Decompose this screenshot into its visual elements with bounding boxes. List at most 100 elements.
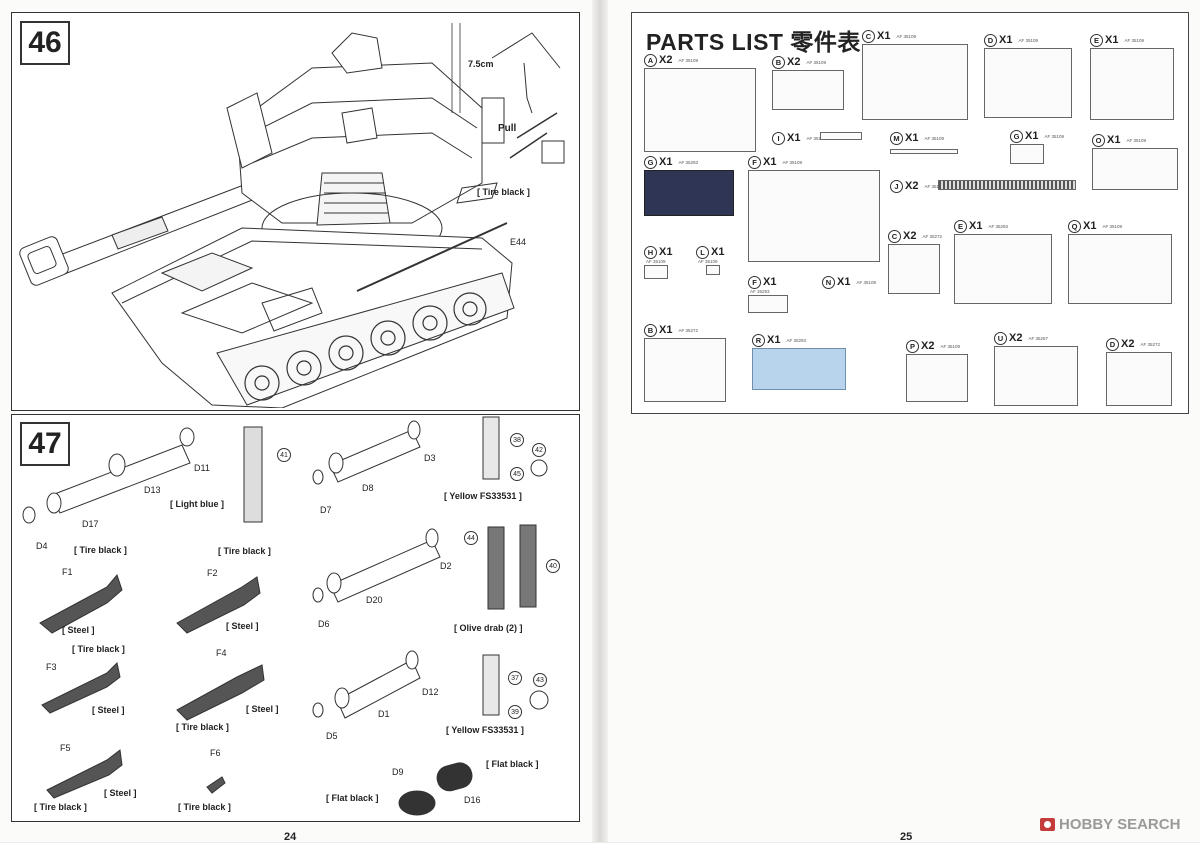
- sprue-code: AF 35109: [856, 279, 876, 285]
- sprue-qty: X1: [763, 156, 777, 168]
- sprue-qty: X1: [1083, 220, 1097, 232]
- sprue-qty: X2: [921, 340, 935, 352]
- page-number-left: 24: [284, 831, 297, 843]
- step-47-parts-drawing: [22, 416, 549, 816]
- weapon-f1-bottom-label: [ Steel ]: [62, 625, 95, 635]
- sprue-letter: N: [822, 275, 835, 289]
- weapon-f4-top-label: [ Steel ]: [246, 704, 279, 714]
- sprue-code: AF 35109: [896, 33, 916, 39]
- sprue-qty: X1: [711, 246, 725, 258]
- part-label-d16: D16: [464, 795, 481, 805]
- sprue-i-frame: [820, 132, 862, 140]
- sprue-frame: [890, 149, 958, 154]
- sprue-qty: X1: [767, 334, 781, 346]
- sprue-code: AF 35109: [1018, 37, 1038, 43]
- sprue-frame: [644, 338, 726, 402]
- sprue-qty: X1: [1107, 134, 1121, 146]
- sprue-frame: [1090, 48, 1174, 120]
- part-circle-37: 37: [508, 671, 522, 685]
- sprue-letter: J: [890, 179, 903, 193]
- sprue-code: AF 35267: [1028, 335, 1048, 341]
- sprue-qty: X2: [1009, 332, 1023, 344]
- weapon-f3-bottom-label: [ Steel ]: [92, 705, 125, 715]
- sprue-code: AF 35109: [1102, 223, 1122, 229]
- part-circle-40: 40: [546, 559, 560, 573]
- sprue-frame: [954, 234, 1052, 304]
- part-label-d4: D4: [36, 541, 48, 551]
- sprue-letter: U: [994, 331, 1007, 345]
- sprue-code: AF 35109: [678, 57, 698, 63]
- sprue-code: AF 35293: [988, 223, 1008, 229]
- part-circle-38: 38: [510, 433, 524, 447]
- part-label-d8: D8: [362, 483, 374, 493]
- sprue-frame: [1010, 144, 1044, 164]
- sprue-letter: C: [862, 29, 875, 43]
- sprue-code: AF 35293: [786, 337, 806, 343]
- page-number-right: 25: [900, 831, 913, 843]
- sprue-letter: M: [890, 131, 903, 145]
- color-label-olive-drab: [ Olive drab (2) ]: [454, 623, 523, 633]
- weapon-f6-bottom-label: [ Tire black ]: [178, 802, 231, 812]
- part-circle-43: 43: [533, 673, 547, 687]
- instruction-page-left: 46: [0, 0, 600, 843]
- color-label-light-blue: [ Light blue ]: [170, 499, 224, 509]
- sprue-qty: X2: [905, 180, 919, 192]
- sprue-j-track: [938, 180, 1076, 190]
- sprue-qty: X1: [659, 156, 673, 168]
- part-label-d11: D11: [194, 463, 210, 473]
- sprue-qty: X2: [659, 54, 673, 66]
- sprue-letter: D: [984, 33, 997, 47]
- part-label-d9: D9: [392, 767, 404, 777]
- weapon-f1-part: F1: [62, 567, 73, 577]
- weapon-f5-part: F5: [60, 743, 71, 753]
- part-label-e44: E44: [510, 237, 527, 247]
- book-gutter: [592, 0, 608, 842]
- dimension-label: 7.5cm: [468, 59, 494, 69]
- part-circle-39: 39: [508, 705, 522, 719]
- sprue-letter: P: [906, 339, 919, 353]
- sprue-code: AF 35109: [924, 135, 944, 141]
- sprue-frame: [748, 295, 788, 313]
- sprue-letter: F: [748, 275, 761, 289]
- color-label-yellow-top: [ Yellow FS33531 ]: [444, 491, 522, 501]
- sprue-code: AF 35109: [940, 343, 960, 349]
- sprue-qty: X1: [659, 246, 673, 258]
- sprue-letter: R: [752, 333, 765, 347]
- sprue-letter: B: [644, 323, 657, 337]
- sprue-frame: [1068, 234, 1172, 304]
- weapon-f5-top-label: [ Steel ]: [104, 788, 137, 798]
- sprue-frame: [748, 170, 880, 262]
- weapon-f4-part: F4: [216, 648, 227, 658]
- part-label-d1: D1: [378, 709, 390, 719]
- sprue-frame: [888, 244, 940, 294]
- sprue-letter: A: [644, 53, 657, 67]
- tire-black-label: [ Tire black ]: [477, 187, 530, 197]
- sprue-letter: F: [748, 155, 761, 169]
- sprue-letter: D: [1106, 337, 1119, 351]
- decal-sheet: [752, 348, 846, 390]
- step-46-panel: 46: [11, 12, 580, 411]
- sprue-letter: H: [644, 245, 657, 259]
- color-label-flat-black-right: [ Flat black ]: [486, 759, 539, 769]
- sprue-code: AF 35109: [782, 159, 802, 165]
- photo-etch-sheet: [644, 170, 734, 216]
- part-label-d12: D12: [422, 687, 439, 697]
- part-circle-45: 45: [510, 467, 524, 481]
- weapon-f4-bottom-label: [ Tire black ]: [176, 722, 229, 732]
